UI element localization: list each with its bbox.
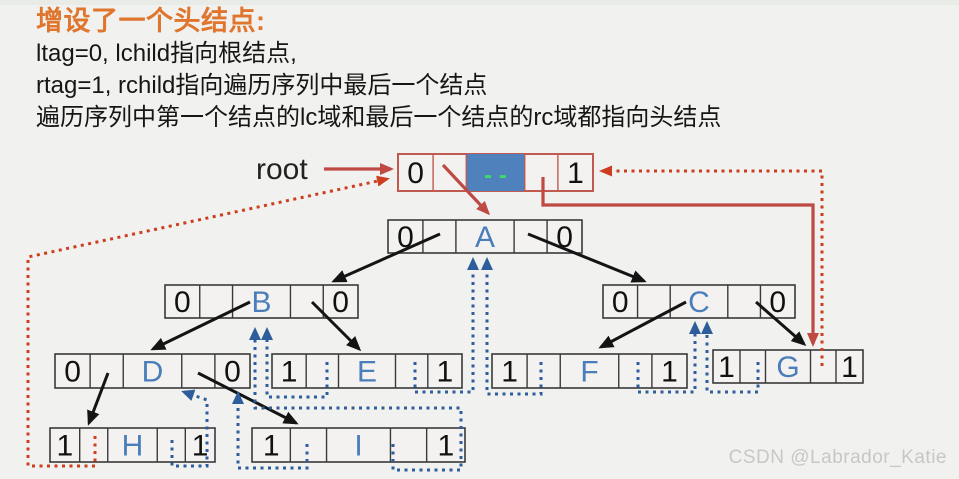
watermark: CSDN @Labrador_Katie <box>728 447 947 468</box>
edge-a-to-c <box>527 232 647 283</box>
node-i-box <box>251 427 466 463</box>
node-i-rtag: 1 <box>437 430 454 463</box>
node-a-label: A <box>475 221 495 254</box>
node-b-rtag: 0 <box>332 286 349 319</box>
node-f-ltag: 1 <box>501 356 518 389</box>
edge-c-to-f <box>598 300 687 349</box>
node-d-ltag: 0 <box>64 356 81 389</box>
node-h-label: H <box>122 430 144 463</box>
head-rchild-arrow <box>541 177 819 347</box>
arrows-layer <box>26 163 824 472</box>
node-d-label: D <box>142 356 164 389</box>
node-head-ltag: 0 <box>407 157 424 190</box>
node-e-label: E <box>357 356 377 389</box>
node-c: 0 C 0 <box>602 284 796 319</box>
root-pointer-label: root <box>256 153 308 186</box>
node-c-rtag: 0 <box>769 286 786 319</box>
node-f-rtag: 1 <box>661 356 678 389</box>
node-g: 1 G 1 <box>712 349 864 384</box>
thread-h-lc-head <box>26 175 390 468</box>
node-b-label: B <box>251 286 271 319</box>
edge-b-to-d <box>150 300 251 351</box>
node-e: 1 E 1 <box>271 353 463 389</box>
head-lchild-arrow <box>441 163 491 216</box>
node-a-box <box>387 219 583 254</box>
node-i-label: I <box>354 430 362 463</box>
heading-line-sequence: 遍历序列中第一个结点的lc域和最后一个结点的rc域都指向头结点 <box>36 104 722 131</box>
node-h-rtag: 1 <box>192 430 209 463</box>
node-a-ltag: 0 <box>397 221 414 254</box>
node-e-box <box>271 353 463 389</box>
node-head-rtag: 1 <box>567 157 584 190</box>
thread-f-rc-c <box>636 321 701 394</box>
heading-line-ltag: ltag=0, lchild指向根结点, <box>36 40 297 67</box>
node-g-box <box>712 349 864 384</box>
node-f: 1 F 1 <box>491 353 688 389</box>
thread-g-lc-c <box>701 321 760 394</box>
thread-h-rc-d <box>170 389 209 468</box>
node-d-rtag: 0 <box>224 356 241 389</box>
heading-line-rtag: rtag=1, rchild指向遍历序列中最后一个结点 <box>36 72 488 99</box>
node-i: 1 I 1 <box>251 427 466 463</box>
node-c-label: C <box>688 286 710 319</box>
header-text: 增设了一个头结点: ltag=0, lchild指向根结点, rtag=1, r… <box>36 4 721 134</box>
node-c-box <box>602 284 796 319</box>
node-b-box <box>164 284 359 319</box>
node-h-box <box>49 427 216 463</box>
node-head: 0 - - 1 <box>397 153 594 192</box>
node-c-ltag: 0 <box>612 286 629 319</box>
node-g-ltag: 1 <box>718 351 735 384</box>
thread-f-lc-a <box>481 257 543 396</box>
node-g-label: G <box>776 351 799 384</box>
node-g-rtag: 1 <box>841 351 858 384</box>
thread-e-lc-b <box>261 327 329 399</box>
thread-g-rc-head <box>599 165 824 366</box>
top-strip <box>0 0 959 5</box>
edge-b-to-e <box>310 300 362 352</box>
node-head-label: - - <box>484 162 507 189</box>
node-e-ltag: 1 <box>281 356 298 389</box>
node-i-ltag: 1 <box>263 430 280 463</box>
head-data-cell <box>466 154 525 191</box>
thread-i-lc-d <box>232 391 309 470</box>
node-h: 1 H 1 <box>49 427 216 463</box>
node-f-label: F <box>580 356 598 389</box>
edge-d-to-h <box>87 372 110 426</box>
node-h-ltag: 1 <box>57 430 74 463</box>
node-b-ltag: 0 <box>174 286 191 319</box>
heading-title: 增设了一个头结点: <box>36 6 266 36</box>
node-f-box <box>491 353 688 389</box>
edge-a-to-b <box>331 232 441 283</box>
thread-i-rc-b <box>249 327 463 472</box>
edge-c-to-g <box>755 300 807 346</box>
node-e-rtag: 1 <box>437 356 454 389</box>
node-b: 0 B 0 <box>164 284 359 319</box>
edge-d-to-i <box>197 371 299 425</box>
thread-e-rc-a <box>413 257 479 394</box>
